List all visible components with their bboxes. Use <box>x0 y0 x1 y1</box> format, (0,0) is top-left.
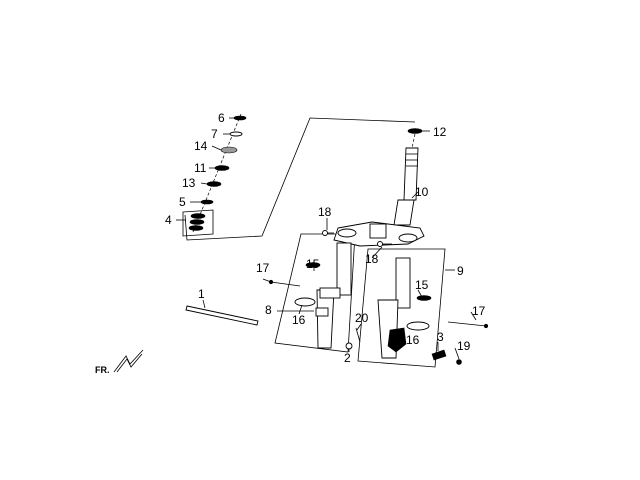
front-direction-label: FR. <box>95 365 110 375</box>
callout-14: 14 <box>194 139 208 153</box>
triple-clamp-left-bore <box>337 228 357 238</box>
lower-race-part <box>200 199 214 205</box>
callout-18-lower: 18 <box>365 252 379 266</box>
callout-3: 3 <box>437 330 444 344</box>
left-axle-boss-part <box>315 307 329 317</box>
screw-part <box>456 359 462 365</box>
triple-clamp-center-boss <box>369 223 387 239</box>
left-dust-cap-part <box>294 297 316 307</box>
top-seal-part <box>407 128 423 134</box>
stem-axis <box>411 133 416 149</box>
callout-10: 10 <box>415 185 429 199</box>
bolt-20-part <box>355 327 361 343</box>
callout-15-left: 15 <box>306 257 320 271</box>
callout-6: 6 <box>218 111 225 125</box>
callout-5: 5 <box>179 195 186 209</box>
stem-lower-tube-part <box>393 199 415 226</box>
left-fork-clamp-part <box>319 287 341 299</box>
upper-race-part <box>214 165 230 171</box>
reflector-part <box>431 349 447 361</box>
callout-19: 19 <box>457 339 471 353</box>
upper-cone-part <box>206 181 222 187</box>
callout-18-upper: 18 <box>318 205 332 219</box>
right-dust-cap-part <box>406 321 430 331</box>
nut-part <box>345 342 353 350</box>
triple-clamp-right-bore <box>398 233 418 243</box>
callout-20: 20 <box>355 311 369 325</box>
brake-caliper-mount-part <box>387 327 407 353</box>
callout-1: 1 <box>198 287 205 301</box>
callout-16-right: 16 <box>406 333 420 347</box>
front-axle-part <box>185 305 259 326</box>
bearing-kit-ring-b <box>189 219 205 225</box>
right-pinch-bolt-head <box>483 323 489 329</box>
left-inner-tube-part <box>336 242 352 296</box>
adjusting-nut-part <box>220 146 238 154</box>
left-pinch-bolt-part <box>270 281 301 287</box>
right-fork-assembly-frame <box>357 248 446 368</box>
callout-17-right: 17 <box>472 304 486 318</box>
callout-13: 13 <box>182 176 196 190</box>
front-direction-arrow-icon <box>113 349 144 373</box>
callout-12: 12 <box>433 125 447 139</box>
washer-part <box>229 131 243 137</box>
callout-9: 9 <box>457 264 464 278</box>
right-inner-tube-part <box>395 257 411 309</box>
callout-8: 8 <box>265 303 272 317</box>
callout-17-left: 17 <box>256 261 270 275</box>
steering-stem-bracket-outline <box>184 117 416 241</box>
callout-16-left: 16 <box>292 313 306 327</box>
leader-lines <box>176 117 477 360</box>
callout-15-right: 15 <box>415 278 429 292</box>
right-fork-seal-part <box>416 295 432 301</box>
right-pinch-bolt-part <box>447 321 487 327</box>
stem-bearing-kit-frame <box>182 209 214 237</box>
bearing-kit-ring-a <box>190 213 206 219</box>
bearing-kit-ring-c <box>188 225 204 231</box>
callout-11: 11 <box>194 161 207 175</box>
left-outer-slider-part <box>316 289 335 349</box>
clamp-bolt-lower-head <box>377 241 383 247</box>
callout-4: 4 <box>165 213 172 227</box>
left-fork-seal-part <box>305 262 321 268</box>
callout-2: 2 <box>344 351 351 365</box>
clamp-bolt-upper-head <box>322 230 328 236</box>
front-direction-arrow-shade <box>116 353 143 373</box>
steering-stem-tube-part <box>403 147 419 201</box>
callout-7: 7 <box>211 127 218 141</box>
